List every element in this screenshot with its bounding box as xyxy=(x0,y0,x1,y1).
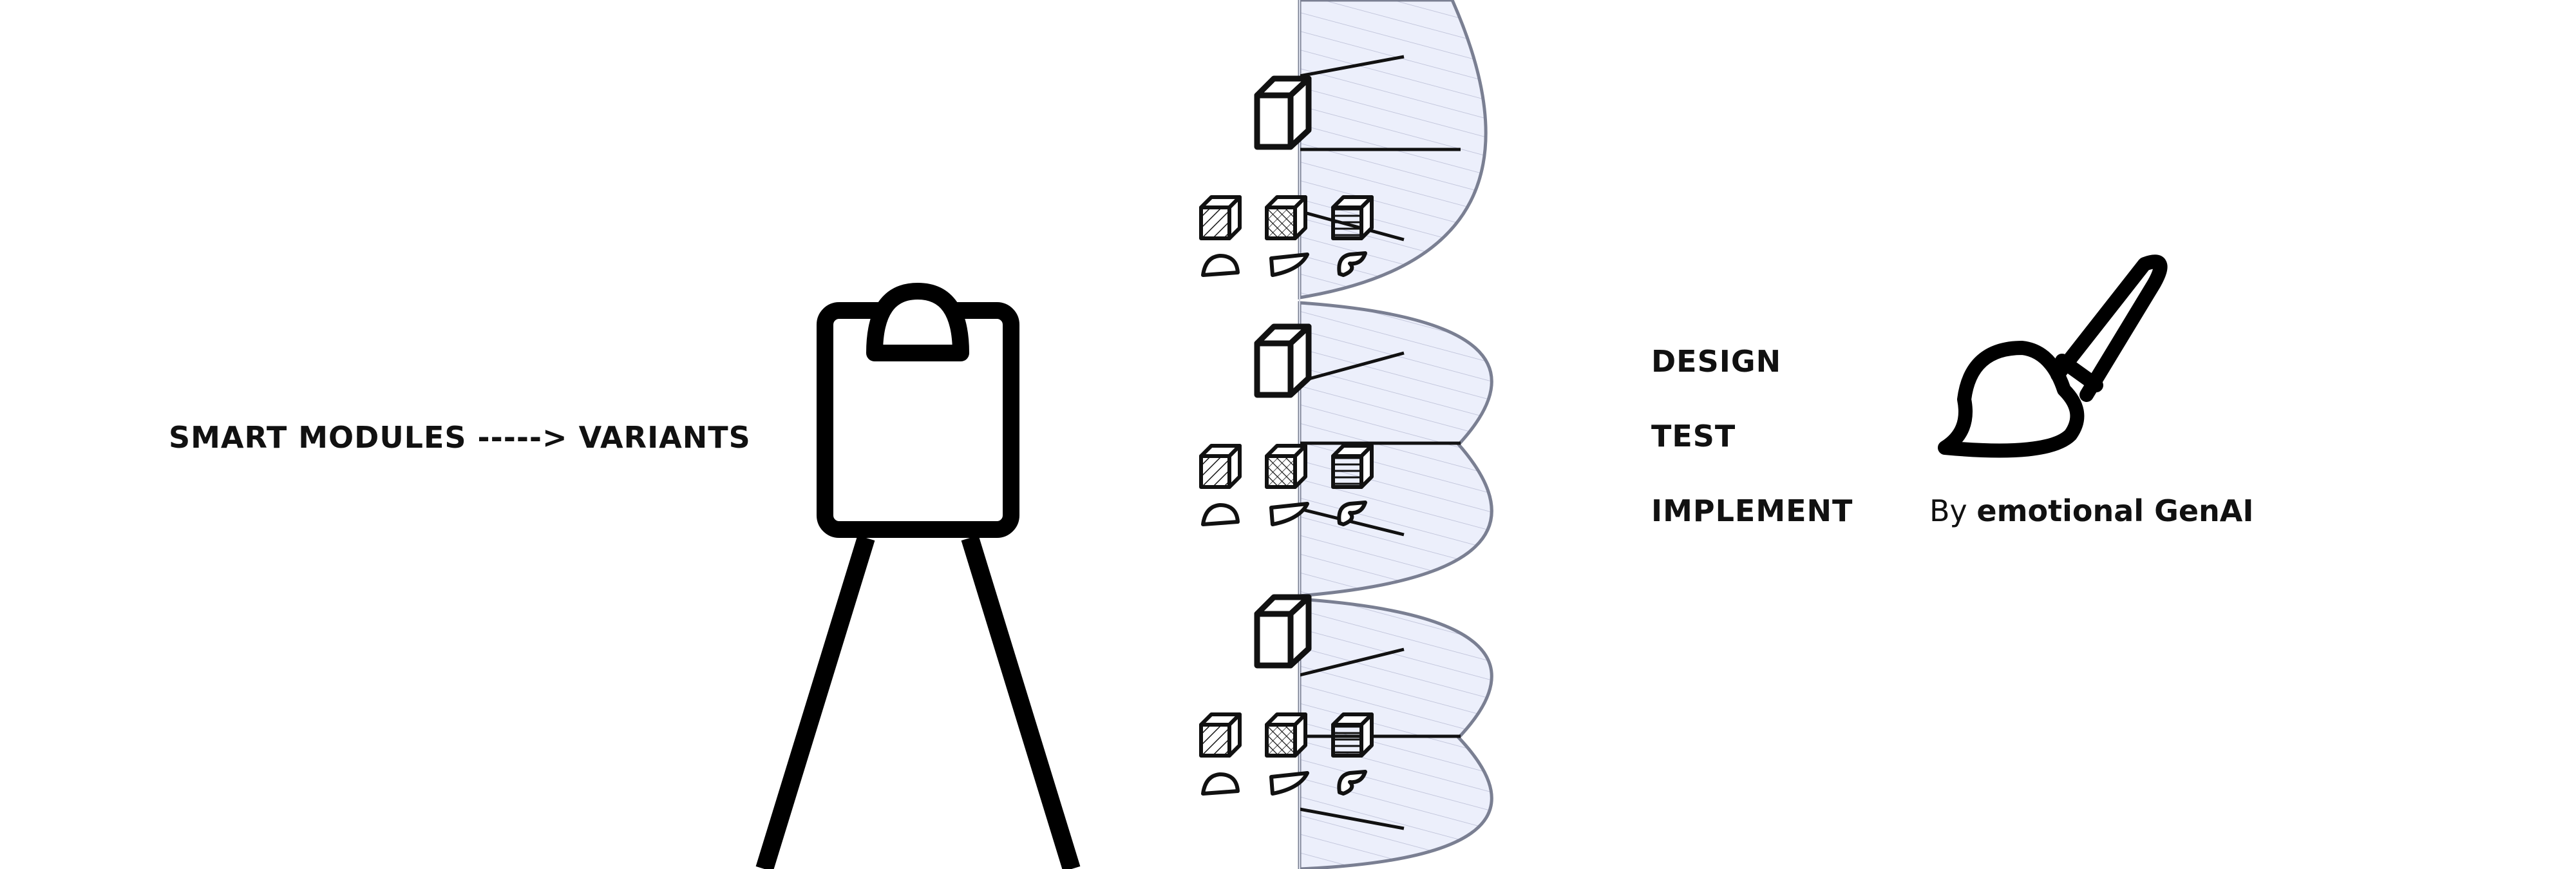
byline-brand: emotional GenAI xyxy=(1976,493,2254,528)
easel-icon xyxy=(755,283,1081,869)
cube-icon xyxy=(1257,327,1309,395)
cube-icon xyxy=(1201,197,1240,238)
cube-icon xyxy=(1267,446,1305,487)
variant-panel-2 xyxy=(1298,301,1493,598)
implement-label: IMPLEMENT xyxy=(1651,493,1853,528)
cube-icon xyxy=(1257,79,1309,147)
variant-panels xyxy=(1298,0,1493,869)
cube-icon xyxy=(1267,714,1305,756)
test-label: TEST xyxy=(1651,419,1736,454)
byline: By emotional GenAI xyxy=(1929,496,2254,526)
cube-icon xyxy=(1267,197,1305,238)
cube-icon xyxy=(1201,446,1240,487)
cube-icon xyxy=(1257,597,1309,665)
paintbrush-icon xyxy=(1938,254,2168,458)
cube-icon xyxy=(1201,714,1240,756)
variant-panel-3 xyxy=(1298,597,1493,869)
cube-icon xyxy=(1333,197,1372,238)
variant-panel-1 xyxy=(1298,0,1488,300)
cube-icon xyxy=(1333,714,1372,756)
byline-prefix: By xyxy=(1929,493,1967,528)
design-label: DESIGN xyxy=(1651,344,1782,379)
cube-icon xyxy=(1333,446,1372,487)
smart-modules-variants-label: SMART MODULES -----> VARIANTS xyxy=(169,420,751,455)
